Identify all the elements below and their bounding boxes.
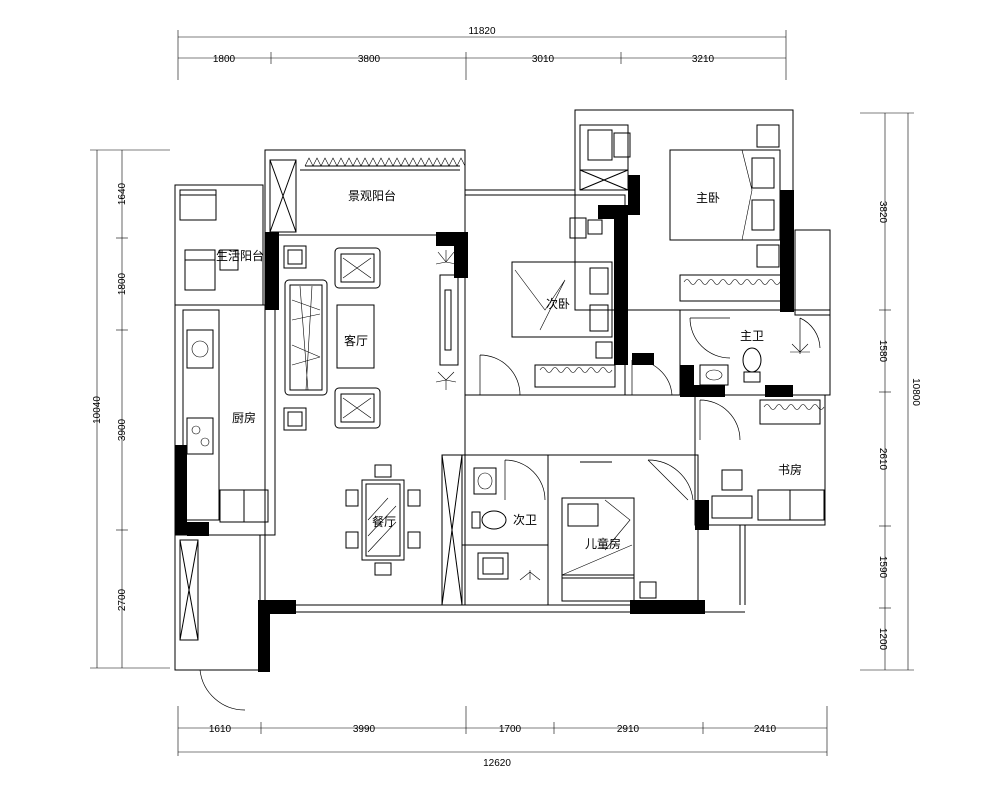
door-kids — [647, 459, 694, 501]
furniture — [184, 124, 825, 602]
dim-right-5: 1200 — [877, 628, 888, 651]
dim-right-2: 1580 — [877, 340, 888, 363]
sofa — [284, 279, 328, 396]
label-landscape-balcony: 景观阳台 — [348, 188, 396, 203]
dim-left-4: 2700 — [117, 588, 128, 611]
label-kitchen: 厨房 — [232, 410, 256, 425]
dim-left-2: 1800 — [117, 272, 128, 295]
master-shower — [790, 343, 810, 353]
dim-bottom-2: 3990 — [353, 724, 376, 735]
label-study: 书房 — [778, 462, 802, 477]
nightstand-kids — [639, 581, 657, 599]
nightstand-second — [595, 341, 613, 359]
dim-left-1: 1640 — [117, 182, 128, 205]
coffee-table — [336, 304, 375, 369]
dim-top-1: 1800 — [213, 54, 236, 65]
master-toilet — [742, 347, 762, 373]
fridge — [219, 249, 239, 271]
door-master-bath — [689, 317, 731, 359]
label-living-balcony: 生活阳台 — [216, 248, 264, 263]
plant-bottom — [435, 371, 457, 390]
label-dining-room: 餐厅 — [372, 514, 396, 529]
wardrobe-study — [759, 399, 821, 425]
nightstand-master-top — [756, 124, 780, 148]
desk-chair-second — [569, 217, 587, 239]
door-second-bath — [504, 459, 546, 501]
door-second-bedroom — [479, 354, 521, 396]
desk-study — [711, 495, 753, 519]
dim-left-total: 10040 — [92, 396, 103, 424]
tv-cabinet — [439, 274, 459, 366]
side-table-bottom — [283, 407, 307, 431]
door-master-bedroom — [631, 359, 673, 396]
nightstand-master-bottom — [756, 244, 780, 268]
room-labels: 景观阳台 生活阳台 客厅 厨房 餐厅 次卧 主卧 主卫 次卫 儿童房 书房 — [216, 188, 802, 551]
dim-right-1: 3820 — [877, 201, 888, 224]
dim-bottom-3: 1700 — [499, 724, 522, 735]
label-master-bath: 主卫 — [740, 329, 764, 343]
desk-master — [587, 129, 613, 161]
doors — [199, 317, 821, 711]
dim-bottom-4: 2910 — [617, 724, 640, 735]
door-entrance — [199, 669, 250, 711]
dim-top-total: 11820 — [468, 26, 496, 37]
second-bath-tub — [477, 552, 509, 580]
window-study — [757, 489, 825, 521]
wardrobe-kids — [561, 574, 635, 602]
bed-master — [669, 149, 781, 241]
stove — [186, 417, 214, 455]
second-bath-basin — [473, 467, 497, 495]
dim-bottom-1: 1610 — [209, 724, 232, 735]
label-kids-room: 儿童房 — [585, 536, 621, 551]
label-second-bath: 次卫 — [513, 513, 537, 527]
dimension-lines — [90, 30, 914, 756]
second-toilet — [481, 510, 507, 530]
dimension-labels: 11820 1800 3800 3010 3210 12620 1610 399… — [92, 26, 921, 769]
door-bath-shower — [799, 317, 821, 354]
wardrobe-second-bedroom — [534, 364, 616, 388]
kitchen-sink — [186, 329, 214, 369]
dim-right-3: 2610 — [877, 448, 888, 471]
dim-top-3: 3010 — [532, 54, 555, 65]
planter-row — [304, 157, 466, 167]
dim-bottom-total: 12620 — [483, 758, 511, 769]
structural-columns — [175, 175, 794, 672]
dim-right-4: 1590 — [877, 556, 888, 579]
dim-bottom-5: 2410 — [754, 724, 777, 735]
label-living-room: 客厅 — [344, 333, 368, 348]
bed-second-bedroom — [511, 261, 613, 338]
dim-right-total: 10800 — [910, 378, 921, 406]
chair-study — [721, 469, 743, 491]
label-master-bedroom: 主卧 — [696, 191, 720, 205]
door-study — [699, 399, 741, 441]
armchair-bottom — [334, 387, 381, 429]
dining-table — [361, 479, 405, 561]
plant — [435, 250, 457, 265]
master-basin — [699, 364, 729, 386]
label-second-bedroom: 次卧 — [546, 297, 570, 311]
wall-outlines — [174, 109, 831, 671]
bed-kids — [561, 497, 635, 579]
side-table-top — [283, 245, 307, 269]
dim-top-2: 3800 — [358, 54, 381, 65]
dim-top-4: 3210 — [692, 54, 715, 65]
armchair-top — [334, 247, 381, 289]
wardrobe-master — [679, 274, 793, 302]
dim-left-3: 3900 — [117, 418, 128, 441]
washer — [184, 249, 216, 291]
